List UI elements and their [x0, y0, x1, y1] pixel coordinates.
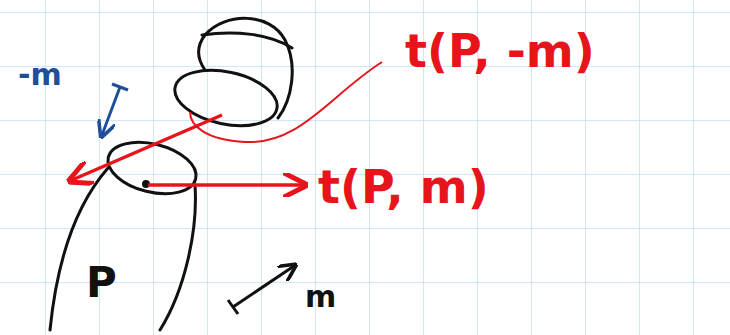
traction-label: t(P, m)	[318, 164, 489, 210]
point-label: P	[86, 262, 117, 304]
normal-arrow	[102, 87, 120, 135]
point-dot	[144, 182, 149, 187]
body-outline	[199, 35, 205, 70]
normal-arrow	[233, 266, 294, 307]
traction-label: t(P, -m)	[405, 28, 595, 74]
normal-label: -m	[18, 60, 62, 90]
leader-line	[190, 62, 382, 142]
body-outline	[160, 185, 195, 330]
body-outline	[202, 33, 292, 48]
body-outline	[50, 168, 108, 330]
cut-face	[170, 62, 283, 134]
normal-label: m	[305, 282, 336, 312]
lower-body	[50, 134, 201, 330]
traction-arrow	[72, 115, 222, 180]
traction-arrow	[148, 183, 303, 187]
upper-body	[170, 18, 292, 134]
